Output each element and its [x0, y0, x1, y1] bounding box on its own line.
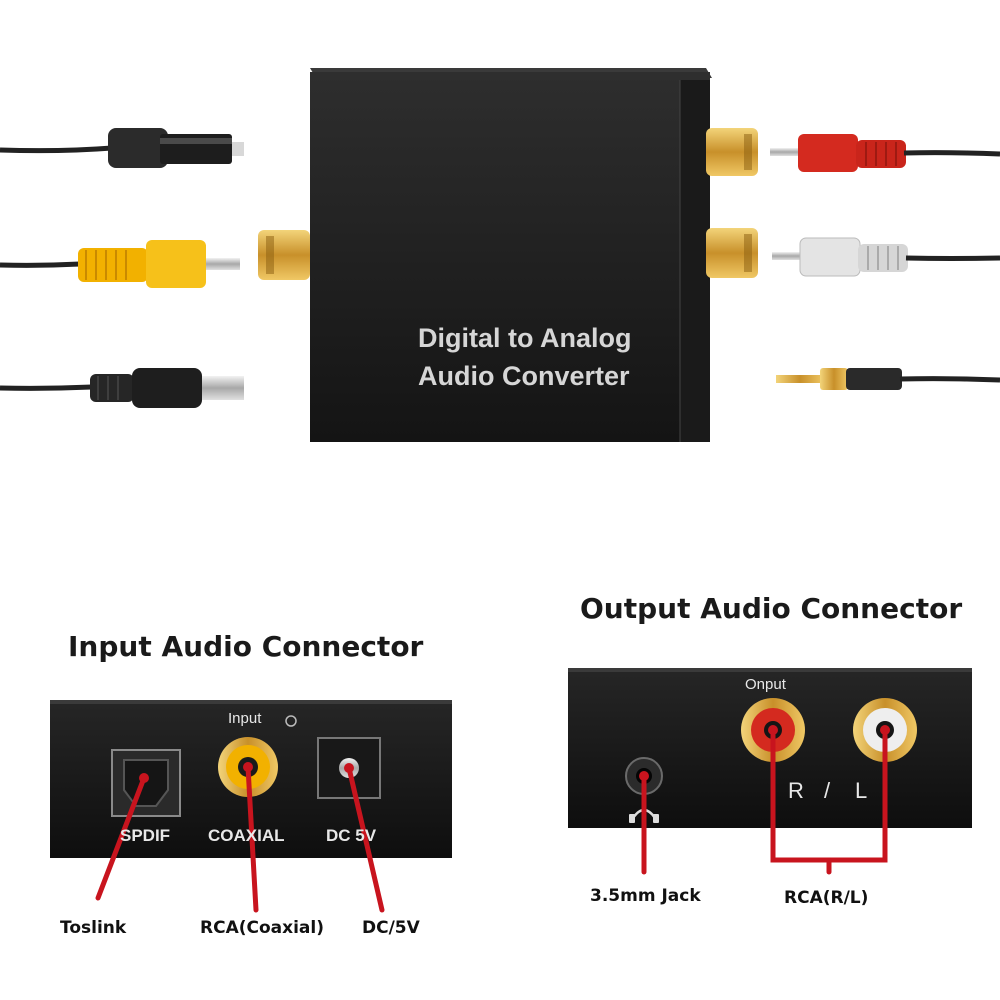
aux-jack-cable	[776, 368, 1000, 390]
channel-label-r: R	[788, 778, 804, 803]
box-rca-right-socket	[706, 128, 758, 176]
toslink-port	[111, 749, 181, 817]
dc-power-cable	[0, 368, 244, 408]
toslink-cable	[0, 128, 244, 168]
box-coaxial-socket	[258, 230, 310, 280]
converter-box	[310, 68, 712, 442]
callout-lines	[95, 727, 888, 913]
callout-dc-5v: DC/5V	[362, 918, 420, 938]
callout-3-5mm-jack: 3.5mm Jack	[590, 886, 701, 906]
input-panel-title: Input	[228, 710, 262, 727]
coaxial-callout-line	[245, 764, 259, 913]
rca-red-cable	[770, 134, 1000, 172]
port-label-spdif: SPDIF	[120, 826, 171, 845]
input-section-heading: Input Audio Connector	[68, 630, 424, 663]
dc-callout-line	[346, 765, 385, 913]
callout-rca-rl: RCA(R/L)	[784, 888, 869, 908]
callout-toslink: Toslink	[60, 918, 127, 938]
callout-rca-coaxial: RCA(Coaxial)	[200, 918, 324, 938]
rca-white-cable	[772, 237, 1000, 277]
port-label-dc5v: DC 5V	[326, 826, 377, 845]
indicator-led	[285, 715, 297, 727]
port-label-coaxial: COAXIAL	[208, 826, 285, 845]
channel-label-l: L	[855, 778, 868, 803]
product-label-line2: Audio Converter	[418, 361, 630, 391]
channel-label-separator: /	[824, 778, 831, 803]
toslink-callout-line	[95, 775, 147, 901]
output-panel-title: Onput	[745, 676, 786, 693]
output-section-heading: Output Audio Connector	[580, 592, 963, 625]
box-rca-left-socket	[706, 228, 758, 278]
coaxial-cable	[0, 240, 240, 288]
product-label-line1: Digital to Analog	[418, 323, 632, 353]
